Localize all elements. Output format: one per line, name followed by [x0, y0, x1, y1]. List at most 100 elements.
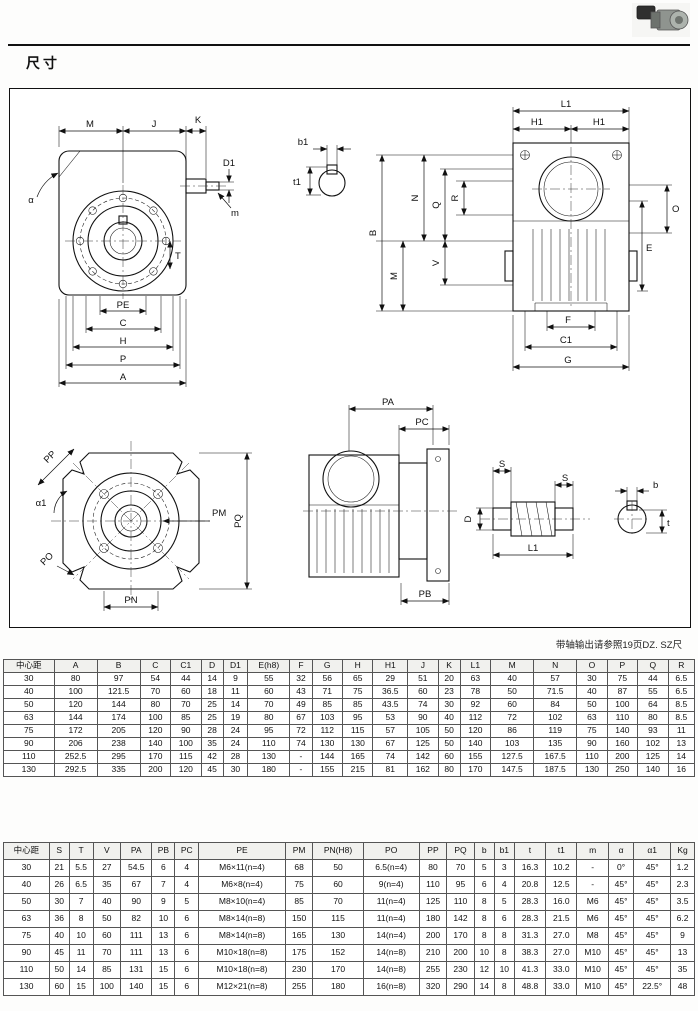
table-cell: 130	[576, 763, 608, 777]
table-cell: M6	[576, 893, 609, 911]
table-cell: 230	[446, 961, 475, 979]
table-cell: -	[289, 750, 313, 764]
table-cell: 215	[341, 763, 374, 777]
table-cell: 5.5	[68, 859, 94, 877]
table-cell: 140	[139, 737, 172, 751]
table-cell: 295	[96, 750, 141, 764]
table-cell: 119	[533, 724, 578, 738]
table-cell: 90	[120, 893, 153, 911]
table-cell: 45°	[633, 927, 672, 945]
table-cell: 92	[459, 698, 492, 712]
table-cell: 24	[222, 724, 249, 738]
table-cell: 200	[139, 763, 172, 777]
table-cell: 50	[48, 961, 70, 979]
table-cell: 30	[437, 698, 461, 712]
table-cell: 8.5	[667, 711, 696, 725]
dim-label-t1: t1	[293, 177, 301, 188]
table-cell: 6	[174, 910, 200, 928]
column-header: Q	[637, 659, 669, 673]
table-cell: M10	[576, 944, 609, 962]
table-cell: 35	[200, 737, 224, 751]
table-cell: 45°	[633, 910, 672, 928]
column-header: S	[48, 842, 70, 860]
table-cell: M10	[576, 978, 609, 996]
column-header: t	[513, 842, 547, 860]
table-cell: 28	[200, 724, 224, 738]
table-cell: 45°	[607, 927, 635, 945]
table-cell: 19	[222, 711, 249, 725]
table-cell: 144	[96, 698, 141, 712]
table-cell: 93	[637, 724, 669, 738]
table-cell: 55	[637, 685, 669, 699]
table-cell: 238	[96, 737, 141, 751]
table-cell: 6	[174, 978, 200, 996]
table-cell: 41.3	[513, 961, 547, 979]
table-cell: 127.5	[490, 750, 535, 764]
dim-label-s-left: S	[499, 459, 505, 470]
table-cell: 8	[493, 978, 515, 996]
table-cell: 90	[170, 724, 202, 738]
dim-label-h: H	[120, 336, 127, 347]
table-cell: 112	[311, 724, 343, 738]
table-cell: 32	[289, 672, 313, 686]
table-cell: 125	[637, 750, 669, 764]
column-header: PO	[362, 842, 420, 860]
table-cell: 50	[437, 724, 461, 738]
table-cell: 43	[289, 685, 313, 699]
table-cell: 252.5	[53, 750, 98, 764]
table-cell: 85	[311, 698, 343, 712]
table-cell: 2.3	[670, 876, 695, 894]
table-cell: 60	[170, 685, 202, 699]
table-cell: 15	[151, 961, 176, 979]
table-cell: 11	[667, 724, 696, 738]
table-cell: 115	[312, 910, 364, 928]
dim-label-po: PO	[38, 550, 55, 567]
table-cell: 11	[68, 944, 94, 962]
table-cell: 4	[493, 876, 515, 894]
table-cell: 60	[437, 750, 461, 764]
dim-label-alpha1: α1	[36, 498, 47, 509]
dim-label-t-key: t	[667, 518, 670, 529]
table-cell: 64	[637, 698, 669, 712]
front-view-dimensions: M J K D1 m α T PE C H	[28, 115, 239, 387]
table-cell: 6	[493, 910, 515, 928]
table-cell: 44	[170, 672, 202, 686]
table-cell: 80	[247, 711, 291, 725]
table-cell: 70	[139, 685, 172, 699]
table-cell: 75	[576, 724, 608, 738]
dim-label-g: G	[564, 355, 571, 366]
table-cell: 45°	[607, 876, 635, 894]
dim-label-pm: PM	[212, 508, 226, 519]
table-cell: 74	[372, 750, 409, 764]
table-cell: 110	[3, 750, 55, 764]
table-cell: 9	[151, 893, 176, 911]
table-cell: 75	[3, 724, 55, 738]
table-cell: 200	[418, 927, 448, 945]
table-cell: 9(n=4)	[362, 876, 420, 894]
table-cell: 50	[92, 910, 122, 928]
table-cell: 10	[473, 944, 495, 962]
table-cell: 13	[151, 944, 176, 962]
table-cell: 250	[606, 763, 639, 777]
table-cell: 7	[151, 876, 176, 894]
column-header: L1	[459, 659, 492, 673]
table-cell: 131	[120, 961, 153, 979]
table-cell: 103	[311, 711, 343, 725]
table-cell: 121.5	[96, 685, 141, 699]
top-divider	[8, 44, 690, 46]
table-cell: 180	[247, 763, 291, 777]
column-header: P	[606, 659, 639, 673]
table-cell: 8	[473, 893, 495, 911]
dim-label-d1: D1	[223, 158, 235, 169]
table-cell: 205	[96, 724, 141, 738]
table-cell: 125	[418, 893, 448, 911]
side-view-dimensions: L1 H1 H1 B M N Q R V	[368, 99, 679, 371]
table-cell: 80	[53, 672, 98, 686]
table-cell: 45°	[633, 944, 672, 962]
